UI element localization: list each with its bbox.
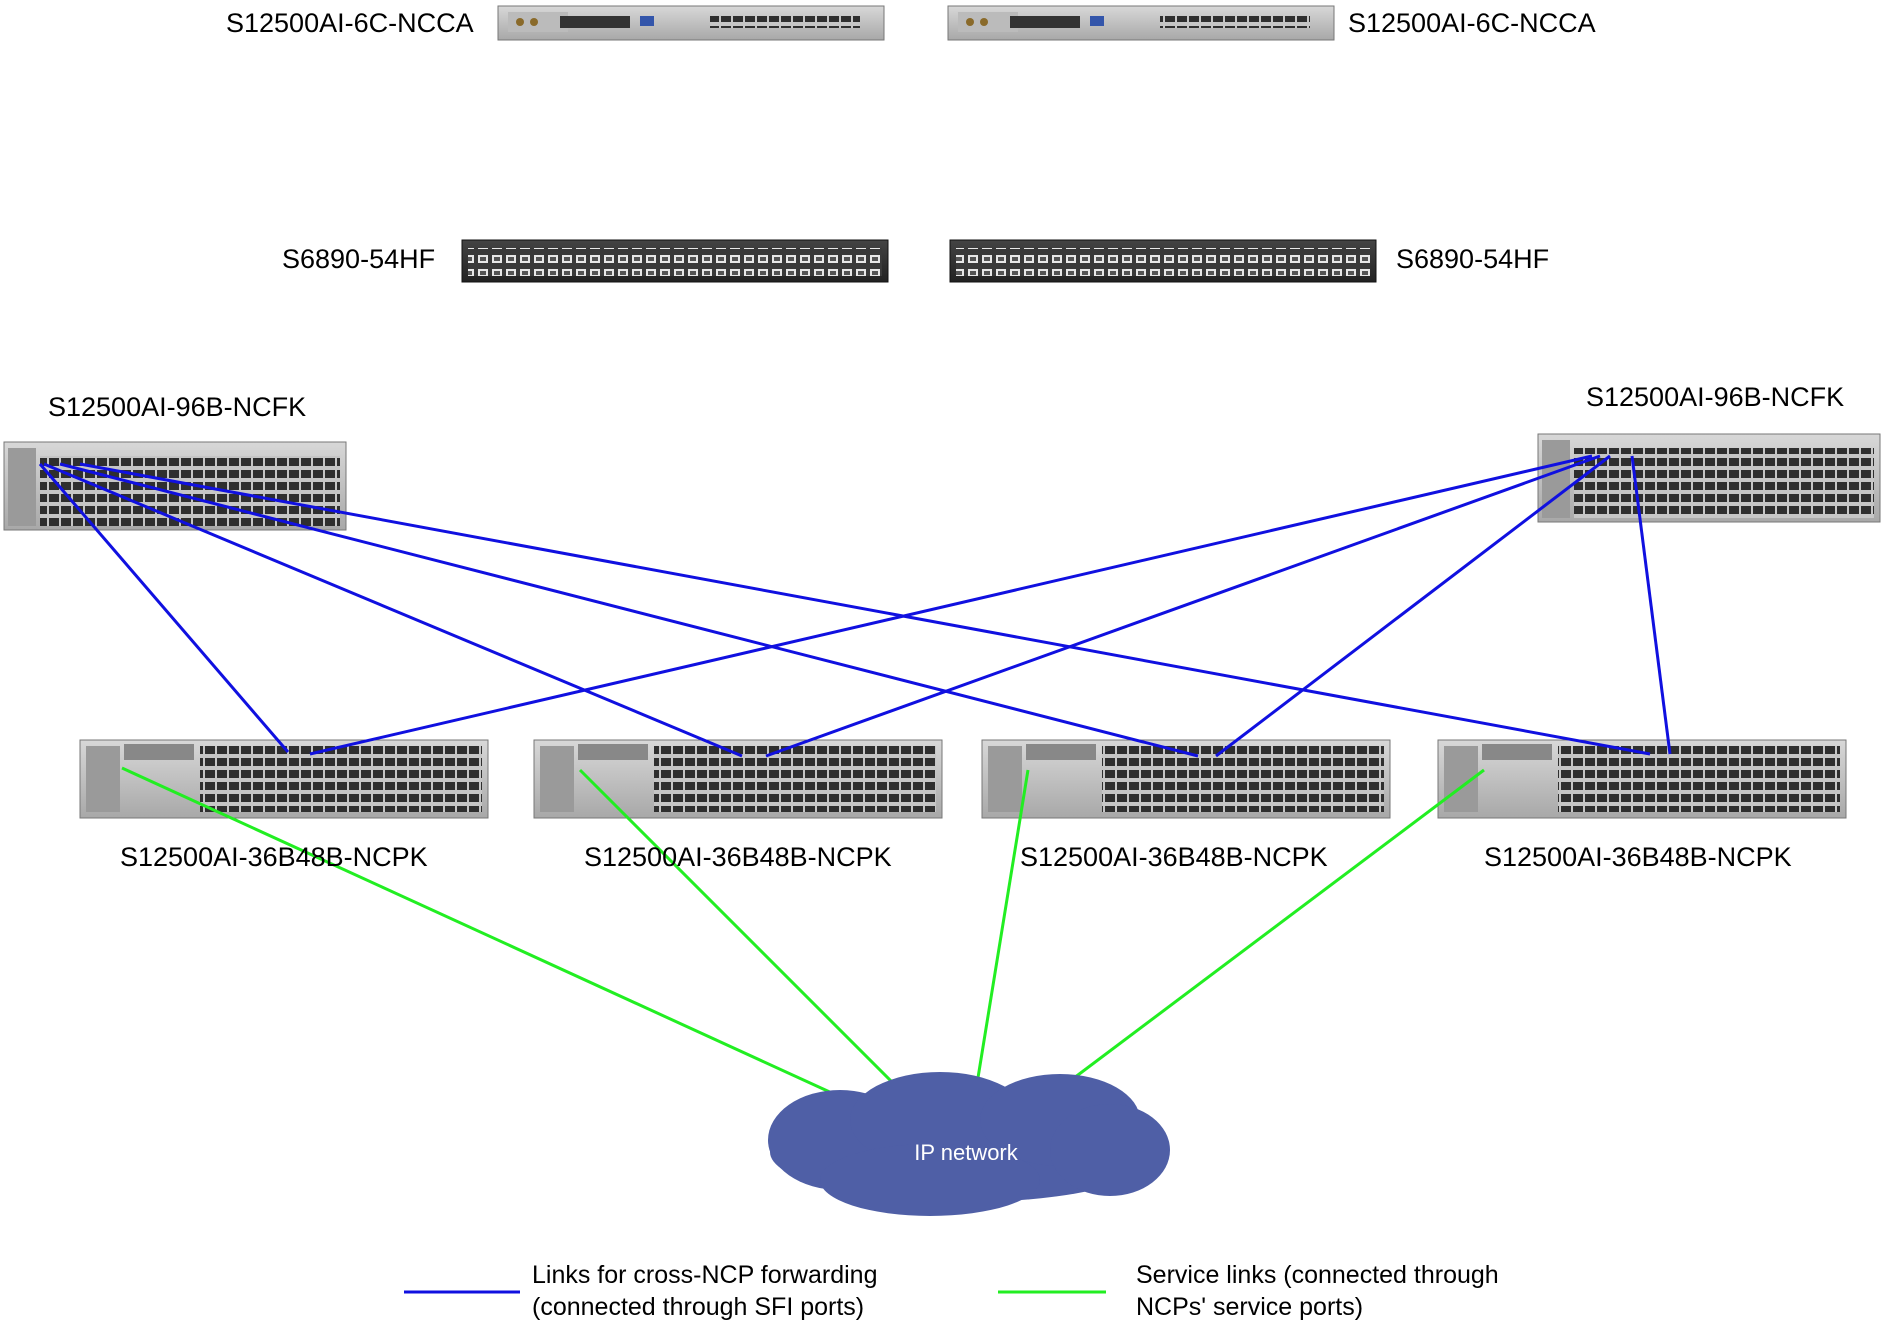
sfi-link bbox=[59, 462, 1199, 758]
ncca-device-right bbox=[947, 5, 1335, 41]
legend-service-line2: NCPs' service ports) bbox=[1136, 1293, 1363, 1321]
legend-sfi-line1: Links for cross-NCP forwarding bbox=[532, 1261, 877, 1289]
sfi-links bbox=[38, 454, 1672, 758]
sfi-link bbox=[309, 454, 1593, 756]
service-link bbox=[578, 768, 902, 1092]
ncca-right-label: S12500AI-6C-NCCA bbox=[1348, 8, 1596, 38]
ip-network-label: IP network bbox=[914, 1140, 1019, 1165]
sfi-link bbox=[1630, 455, 1672, 755]
ncpk-3-label: S12500AI-36B48B-NCPK bbox=[1020, 842, 1328, 872]
ncpk-4-label: S12500AI-36B48B-NCPK bbox=[1484, 842, 1792, 872]
hf-left-label: S6890-54HF bbox=[282, 244, 435, 274]
hf-device-right bbox=[949, 239, 1377, 283]
sfi-link bbox=[38, 463, 290, 753]
service-link bbox=[121, 766, 857, 1106]
sfi-link bbox=[765, 454, 1601, 758]
ncfk-left-label: S12500AI-96B-NCFK bbox=[48, 392, 306, 422]
service-link bbox=[1049, 768, 1485, 1098]
ncfk-device-left bbox=[3, 441, 347, 531]
legend-sfi-line2: (connected through SFI ports) bbox=[532, 1293, 864, 1321]
ncfk-right-label: S12500AI-96B-NCFK bbox=[1586, 382, 1844, 412]
service-links bbox=[121, 766, 1485, 1106]
ncpk-1-label: S12500AI-36B48B-NCPK bbox=[120, 842, 428, 872]
sfi-link bbox=[79, 462, 1651, 756]
sfi-link bbox=[43, 462, 743, 758]
ncpk-device-2 bbox=[533, 739, 943, 819]
legend: Links for cross-NCP forwarding (connecte… bbox=[404, 1261, 1499, 1321]
ncca-left-label: S12500AI-6C-NCCA bbox=[226, 8, 474, 38]
ncfk-device-right bbox=[1537, 433, 1881, 523]
ip-network-cloud bbox=[768, 1072, 1170, 1216]
service-link bbox=[974, 769, 1030, 1091]
legend-service-line1: Service links (connected through bbox=[1136, 1261, 1499, 1289]
hf-right-label: S6890-54HF bbox=[1396, 244, 1549, 274]
ncpk-device-1 bbox=[79, 739, 489, 819]
ncca-device-left bbox=[497, 5, 885, 41]
hf-device-left bbox=[461, 239, 889, 283]
ncpk-2-label: S12500AI-36B48B-NCPK bbox=[584, 842, 892, 872]
sfi-link bbox=[1215, 454, 1611, 758]
